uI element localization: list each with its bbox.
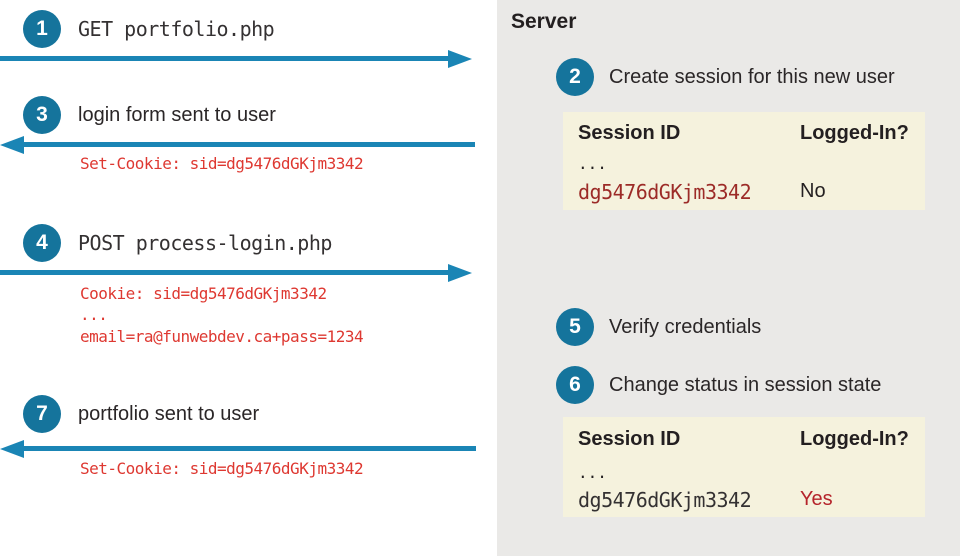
- arrow-line: [0, 56, 449, 61]
- step-3-circle: 3: [23, 96, 61, 134]
- step-4-number: 4: [36, 231, 48, 254]
- session-id-value: dg5476dGKjm3342: [578, 488, 752, 512]
- session-state-table-before-login: Session ID Logged-In? ... dg5476dGKjm334…: [563, 112, 925, 210]
- column-header-logged-in: Logged-In?: [800, 122, 909, 144]
- arrow-line: [0, 270, 449, 275]
- arrow-right-icon: [448, 49, 472, 68]
- column-header-session-id: Session ID: [578, 122, 681, 144]
- step-1-number: 1: [36, 17, 48, 40]
- step-7-number: 7: [36, 402, 48, 425]
- arrow-left-icon: [0, 439, 24, 458]
- step-2-number: 2: [569, 65, 581, 88]
- arrow-line: [23, 446, 476, 451]
- step-6-number: 6: [569, 373, 581, 396]
- step-3-set-cookie-header: Set-Cookie: sid=dg5476dGKjm3342: [80, 154, 364, 173]
- server-panel: Server 2 Create session for this new use…: [497, 0, 960, 556]
- server-panel-title: Server: [511, 10, 577, 33]
- arrow-left-icon: [0, 135, 24, 154]
- step-4-cookie-header: Cookie: sid=dg5476dGKjm3342: [80, 284, 327, 303]
- step-5-label: Verify credentials: [609, 316, 762, 338]
- step-5-number: 5: [569, 315, 581, 338]
- column-header-logged-in: Logged-In?: [800, 428, 909, 450]
- session-state-table-after-login: Session ID Logged-In? ... dg5476dGKjm334…: [563, 417, 925, 517]
- step-2-label: Create session for this new user: [609, 66, 895, 88]
- step-4-post-body: email=ra@funwebdev.ca+pass=1234: [80, 327, 364, 346]
- table-row-ellipsis: ...: [578, 463, 607, 482]
- step-6-circle: 6: [556, 366, 594, 404]
- step-7-set-cookie-header: Set-Cookie: sid=dg5476dGKjm3342: [80, 459, 364, 478]
- step-3-number: 3: [36, 103, 48, 126]
- step-4-circle: 4: [23, 224, 61, 262]
- step-7-label: portfolio sent to user: [78, 403, 260, 425]
- step-5-circle: 5: [556, 308, 594, 346]
- session-id-value: dg5476dGKjm3342: [578, 180, 752, 204]
- step-2-circle: 2: [556, 58, 594, 96]
- step-3-label: login form sent to user: [78, 104, 276, 126]
- logged-in-status: Yes: [800, 488, 833, 510]
- arrow-right-icon: [448, 263, 472, 282]
- step-4-label: POST process-login.php: [78, 231, 332, 255]
- table-row-ellipsis: ...: [578, 154, 607, 173]
- step-1-circle: 1: [23, 10, 61, 48]
- step-4-ellipsis: ...: [80, 305, 108, 324]
- column-header-session-id: Session ID: [578, 428, 681, 450]
- step-7-circle: 7: [23, 395, 61, 433]
- step-1-label: GET portfolio.php: [78, 17, 275, 41]
- logged-in-status: No: [800, 180, 826, 202]
- arrow-line: [23, 142, 475, 147]
- step-6-label: Change status in session state: [609, 374, 882, 396]
